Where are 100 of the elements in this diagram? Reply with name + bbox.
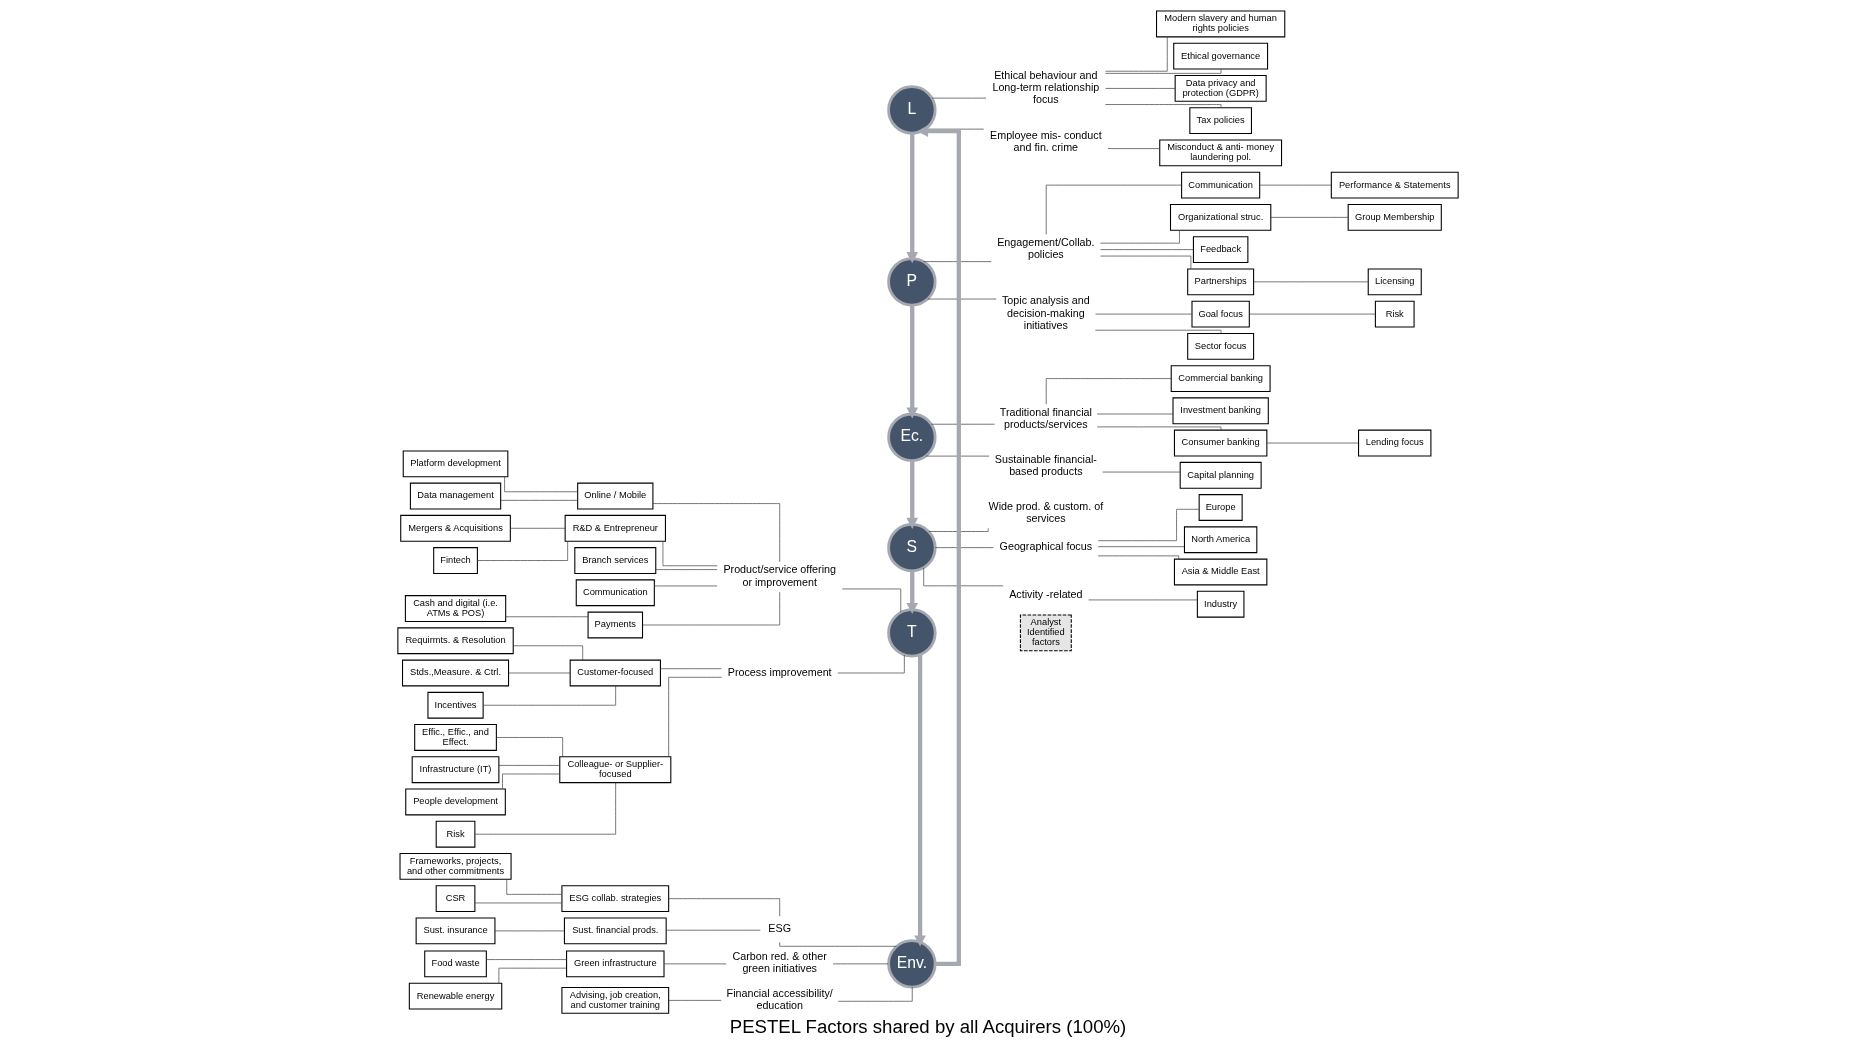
node-box: Customer-focused	[569, 659, 661, 687]
connector	[509, 527, 565, 529]
node-box: Fintech	[432, 547, 478, 574]
node-box: Misconduct & anti- money laundering pol.	[1158, 139, 1282, 167]
node-box: Asia & Middle East	[1173, 558, 1267, 586]
connector	[505, 616, 588, 618]
node-circle: P	[886, 257, 937, 307]
connector	[1099, 230, 1180, 244]
node-box: Renewable energy	[408, 982, 502, 1010]
connector	[1097, 546, 1185, 548]
connector	[1107, 148, 1160, 149]
node-box: Incentives	[426, 691, 484, 719]
node-box: Payments	[587, 611, 643, 639]
connector	[1099, 249, 1194, 250]
node-box: Communication	[1180, 171, 1260, 199]
node-text: Geographical focus	[999, 540, 1092, 553]
connector	[662, 540, 718, 567]
node-box: Commercial banking	[1170, 365, 1271, 392]
node-box: Industry	[1196, 590, 1244, 618]
node-text: Product/service offering or improvement	[722, 563, 836, 588]
connector	[836, 654, 905, 674]
arrow	[905, 460, 918, 529]
connector	[926, 298, 997, 300]
node-text: Wide prod. & custom. of services	[988, 499, 1103, 524]
node-box: North America	[1183, 526, 1257, 554]
node-box: Europe	[1198, 494, 1243, 521]
connector	[1094, 329, 1221, 334]
connector	[927, 527, 989, 532]
connector	[924, 455, 989, 457]
connector	[1097, 508, 1199, 542]
connector	[1266, 442, 1359, 444]
node-text: ESG	[767, 921, 791, 934]
node-text: Engagement/Collab. policies	[996, 236, 1094, 261]
connector	[1104, 68, 1221, 74]
connector	[934, 547, 994, 548]
connector	[1270, 217, 1348, 218]
node-text: Process improvement	[727, 665, 832, 678]
node-box: Green infrastructure	[565, 950, 665, 978]
arrow	[905, 305, 918, 419]
connector	[922, 567, 1003, 587]
connector	[778, 942, 897, 947]
connector	[498, 765, 560, 766]
node-box: Tax policies	[1188, 107, 1252, 135]
connector	[1087, 599, 1198, 601]
node-box: Data management	[409, 482, 501, 510]
connector	[641, 591, 780, 626]
node-box: Goal focus	[1190, 300, 1250, 328]
node-text: Ethical behaviour and Long-term relationship focus	[991, 68, 1099, 106]
connector	[667, 898, 780, 917]
node-box: Licensing	[1367, 268, 1422, 296]
node-circle: Ec.	[886, 412, 937, 463]
node-box: CSR	[435, 885, 475, 913]
connector	[1104, 88, 1175, 89]
connector	[1094, 313, 1192, 315]
node-text: Carbon red. & other green initiatives	[732, 950, 827, 975]
node-box: Lending focus	[1357, 429, 1431, 457]
node-box: Requirmts. & Resolution	[396, 627, 514, 655]
node-box: Performance & Statements	[1330, 171, 1459, 199]
connector	[512, 645, 583, 661]
node-box: Cash and digital (i.e. ATMs & POS)	[404, 595, 506, 622]
connector	[505, 879, 562, 895]
connector	[667, 676, 722, 758]
node-box: Sector focus	[1186, 332, 1254, 360]
node-text: Topic analysis and decision-making initiatives	[1001, 294, 1090, 331]
connector	[659, 668, 722, 670]
arrow	[916, 125, 961, 966]
connector	[507, 672, 570, 674]
node-box: Advising, job creation, and customer training	[560, 986, 669, 1014]
node-box: Online / Mobile	[576, 482, 653, 510]
node-box: Branch services	[573, 547, 656, 574]
connector	[495, 737, 563, 758]
connector	[1104, 104, 1221, 108]
connector	[485, 959, 567, 960]
connector	[474, 782, 616, 835]
connector	[652, 503, 780, 563]
connector	[1104, 36, 1168, 72]
connector	[655, 569, 717, 570]
node-box: Sust. insurance	[415, 917, 495, 945]
node-circle: Env.	[886, 939, 937, 989]
connector	[498, 967, 567, 984]
connector	[930, 423, 995, 425]
arrow	[913, 654, 926, 947]
node-box: Communication	[575, 579, 655, 607]
node-box: Food waste	[423, 950, 487, 978]
node-box: Capital planning	[1179, 461, 1262, 489]
connector	[499, 500, 578, 501]
node-box: R&D & Entrepreneur	[564, 514, 666, 542]
node-box: Feedback	[1192, 236, 1248, 264]
connector	[476, 540, 568, 561]
connector	[1096, 413, 1173, 415]
node-box: Platform development	[402, 450, 508, 478]
connector	[922, 261, 992, 262]
node-box: Ethical governance	[1172, 42, 1268, 70]
node-box: Risk	[1374, 300, 1415, 328]
node-box: Modern slavery and human rights policies	[1155, 10, 1285, 38]
arrow	[905, 570, 918, 614]
node-box: Partnerships	[1186, 268, 1254, 296]
node-circle: S	[886, 522, 937, 573]
node-box: Consumer banking	[1173, 429, 1267, 457]
node-box: Data privacy and protection (GDPR)	[1174, 75, 1267, 102]
